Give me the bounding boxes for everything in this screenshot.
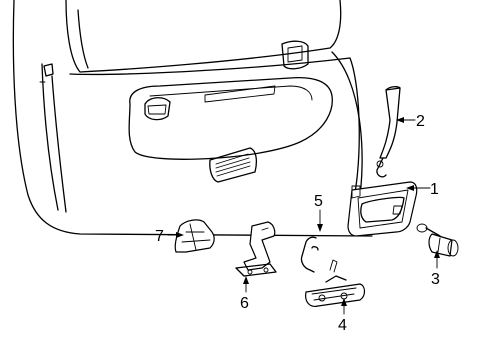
part-1-handle: [347, 181, 418, 237]
callout-7: 7: [155, 228, 164, 245]
handle-recess: [128, 40, 333, 160]
part-7-bumper: [174, 219, 215, 253]
part-6-striker: [235, 221, 277, 277]
part-4-latch: [305, 259, 366, 307]
part-3-lock-cylinder: [416, 223, 459, 257]
part-5-rod: [300, 236, 319, 273]
callout-3: 3: [431, 271, 440, 288]
callout-1: 1: [430, 181, 439, 198]
callout-5: 5: [314, 193, 323, 210]
part-2-rod: [376, 86, 401, 178]
callout-6: 6: [240, 295, 249, 312]
callout-2: 2: [416, 113, 425, 130]
leader-lines: [167, 117, 440, 315]
body-latch-plate: [209, 147, 257, 183]
callout-4: 4: [338, 317, 347, 334]
